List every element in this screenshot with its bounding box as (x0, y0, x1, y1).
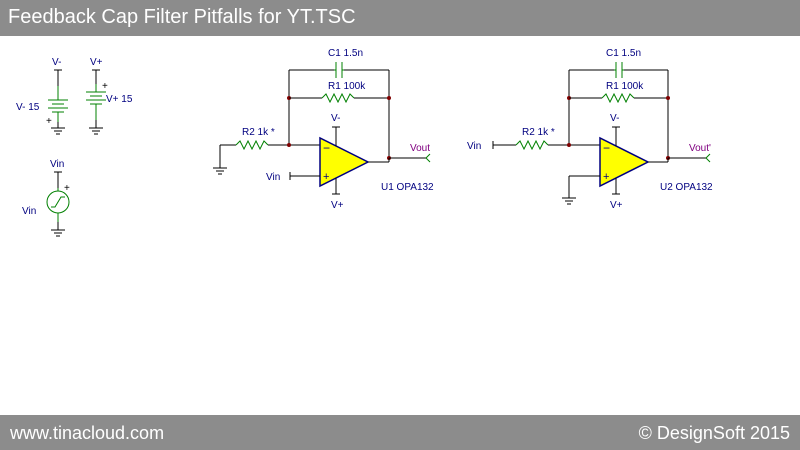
vplus-battery-source[interactable]: V+ + V+ 15 (86, 57, 133, 135)
vout-prime-terminal[interactable]: Vout' (689, 143, 711, 163)
vout-terminal[interactable]: Vout (410, 143, 431, 163)
title-bar: Feedback Cap Filter Pitfalls for YT.TSC (0, 0, 800, 36)
vplus-plus-sign: + (102, 81, 108, 92)
u2-vminus-label: V- (610, 113, 619, 124)
c1-capacitor[interactable]: C1 1.5n (328, 48, 363, 78)
u2-label: U2 OPA132 (660, 182, 713, 193)
vminus-node-label: V- (52, 57, 61, 68)
u2-vin-input-label: Vin (467, 141, 481, 152)
page-title: Feedback Cap Filter Pitfalls for YT.TSC (8, 6, 356, 28)
r1-label-2: R1 100k (606, 81, 644, 92)
circuit-2: Vin R2 1k * C1 1.5n R1 100k (467, 48, 713, 211)
u1-vminus-label: V- (331, 113, 340, 124)
u1-vin-label: Vin (266, 172, 280, 183)
u2-noninverting-sign: + (603, 171, 609, 183)
u1-inverting-sign: − (323, 141, 330, 155)
ground-icon (562, 197, 576, 205)
u1-opamp[interactable]: − + U1 OPA132 (319, 136, 434, 193)
r2-resistor-2[interactable]: R2 1k * (515, 127, 555, 151)
u2-opamp[interactable]: − + U2 OPA132 (599, 136, 713, 193)
vplus-source-label: V+ 15 (106, 94, 133, 105)
r1-resistor-2[interactable]: R1 100k (601, 81, 644, 104)
ground-icon (213, 145, 227, 175)
footer-copyright: © DesignSoft 2015 (638, 423, 790, 443)
r2-resistor[interactable]: R2 1k * (235, 127, 275, 151)
vminus-plus-sign: + (46, 116, 52, 127)
vplus-node-label: V+ (90, 57, 103, 68)
u1-noninverting-sign: + (323, 171, 329, 183)
vin-source-label: Vin (22, 206, 36, 217)
u1-vplus-label: V+ (331, 200, 344, 211)
u2-vplus-label: V+ (610, 200, 623, 211)
vout-prime-label: Vout' (689, 143, 711, 154)
vin-node-label: Vin (50, 159, 64, 170)
footer-website: www.tinacloud.com (10, 423, 165, 443)
r1-resistor[interactable]: R1 100k (321, 81, 366, 104)
u1-label: U1 OPA132 (381, 182, 434, 193)
footer-bar: www.tinacloud.com © DesignSoft 2015 (0, 415, 800, 450)
c1-label-2: C1 1.5n (606, 48, 641, 59)
r1-label: R1 100k (328, 81, 366, 92)
schematic-canvas: V- V- 15 + V+ + V+ 15 Vin (16, 48, 713, 237)
c1-label: C1 1.5n (328, 48, 363, 59)
r2-label: R2 1k * (242, 127, 275, 138)
r2-label-2: R2 1k * (522, 127, 555, 138)
vminus-battery-source[interactable]: V- V- 15 + (16, 57, 68, 135)
vin-plus-sign: + (64, 183, 70, 194)
circuit-1: R2 1k * C1 1.5n R1 100k − + (213, 48, 434, 211)
vminus-source-label: V- 15 (16, 102, 40, 113)
vin-generator-source[interactable]: Vin + Vin (22, 159, 70, 237)
vout-label: Vout (410, 143, 430, 154)
u2-inverting-sign: − (603, 141, 610, 155)
c1-capacitor-2[interactable]: C1 1.5n (606, 48, 641, 78)
